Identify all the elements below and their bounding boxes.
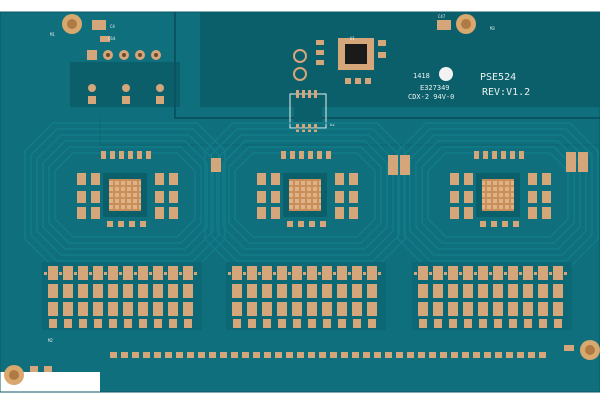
mounting-hole-top-right — [456, 14, 476, 34]
part-number: PSE524 — [480, 72, 516, 83]
refdes-m3: M3 — [490, 26, 495, 31]
refdes-c64: C64 — [108, 36, 116, 41]
ul-material: CDX-2 94V-0 — [408, 93, 454, 101]
channel-block-1 — [24, 122, 226, 268]
mounting-hole-bottom-right — [580, 340, 600, 360]
revision-label: REV:V1.2 — [482, 87, 530, 98]
refdes-u2: U2 — [330, 122, 335, 127]
resistor-arrays — [42, 262, 572, 330]
channel-block-3 — [397, 122, 599, 268]
refdes-m1: M1 — [50, 32, 55, 37]
ul-mark-dot — [439, 67, 453, 81]
refdes-c47: C47 — [438, 14, 446, 19]
right-side-components — [211, 152, 588, 351]
microcontroller-u1 — [293, 38, 386, 84]
ul-file-number: E327349 — [420, 84, 450, 92]
qfn-chip — [482, 179, 514, 211]
refdes-c4: C4 — [110, 24, 115, 29]
qfn-chip — [109, 179, 141, 211]
resistor-array-1 — [42, 262, 202, 330]
mounting-hole-top-left — [62, 14, 82, 34]
ic-u2 — [289, 90, 327, 132]
ul-mark-code: 1418 — [413, 72, 430, 80]
mounting-hole-bottom-left — [4, 365, 24, 385]
refdes-m2: M2 — [48, 338, 53, 343]
power-channel-blocks — [24, 122, 599, 268]
refdes-u1: U1 — [350, 36, 355, 41]
qfn-chip — [289, 179, 321, 211]
bottom-pad-row — [30, 352, 546, 372]
header-pins — [87, 50, 164, 104]
channel-block-2 — [204, 122, 406, 268]
resistor-array-3 — [412, 262, 572, 330]
resistor-array-2 — [226, 262, 386, 330]
